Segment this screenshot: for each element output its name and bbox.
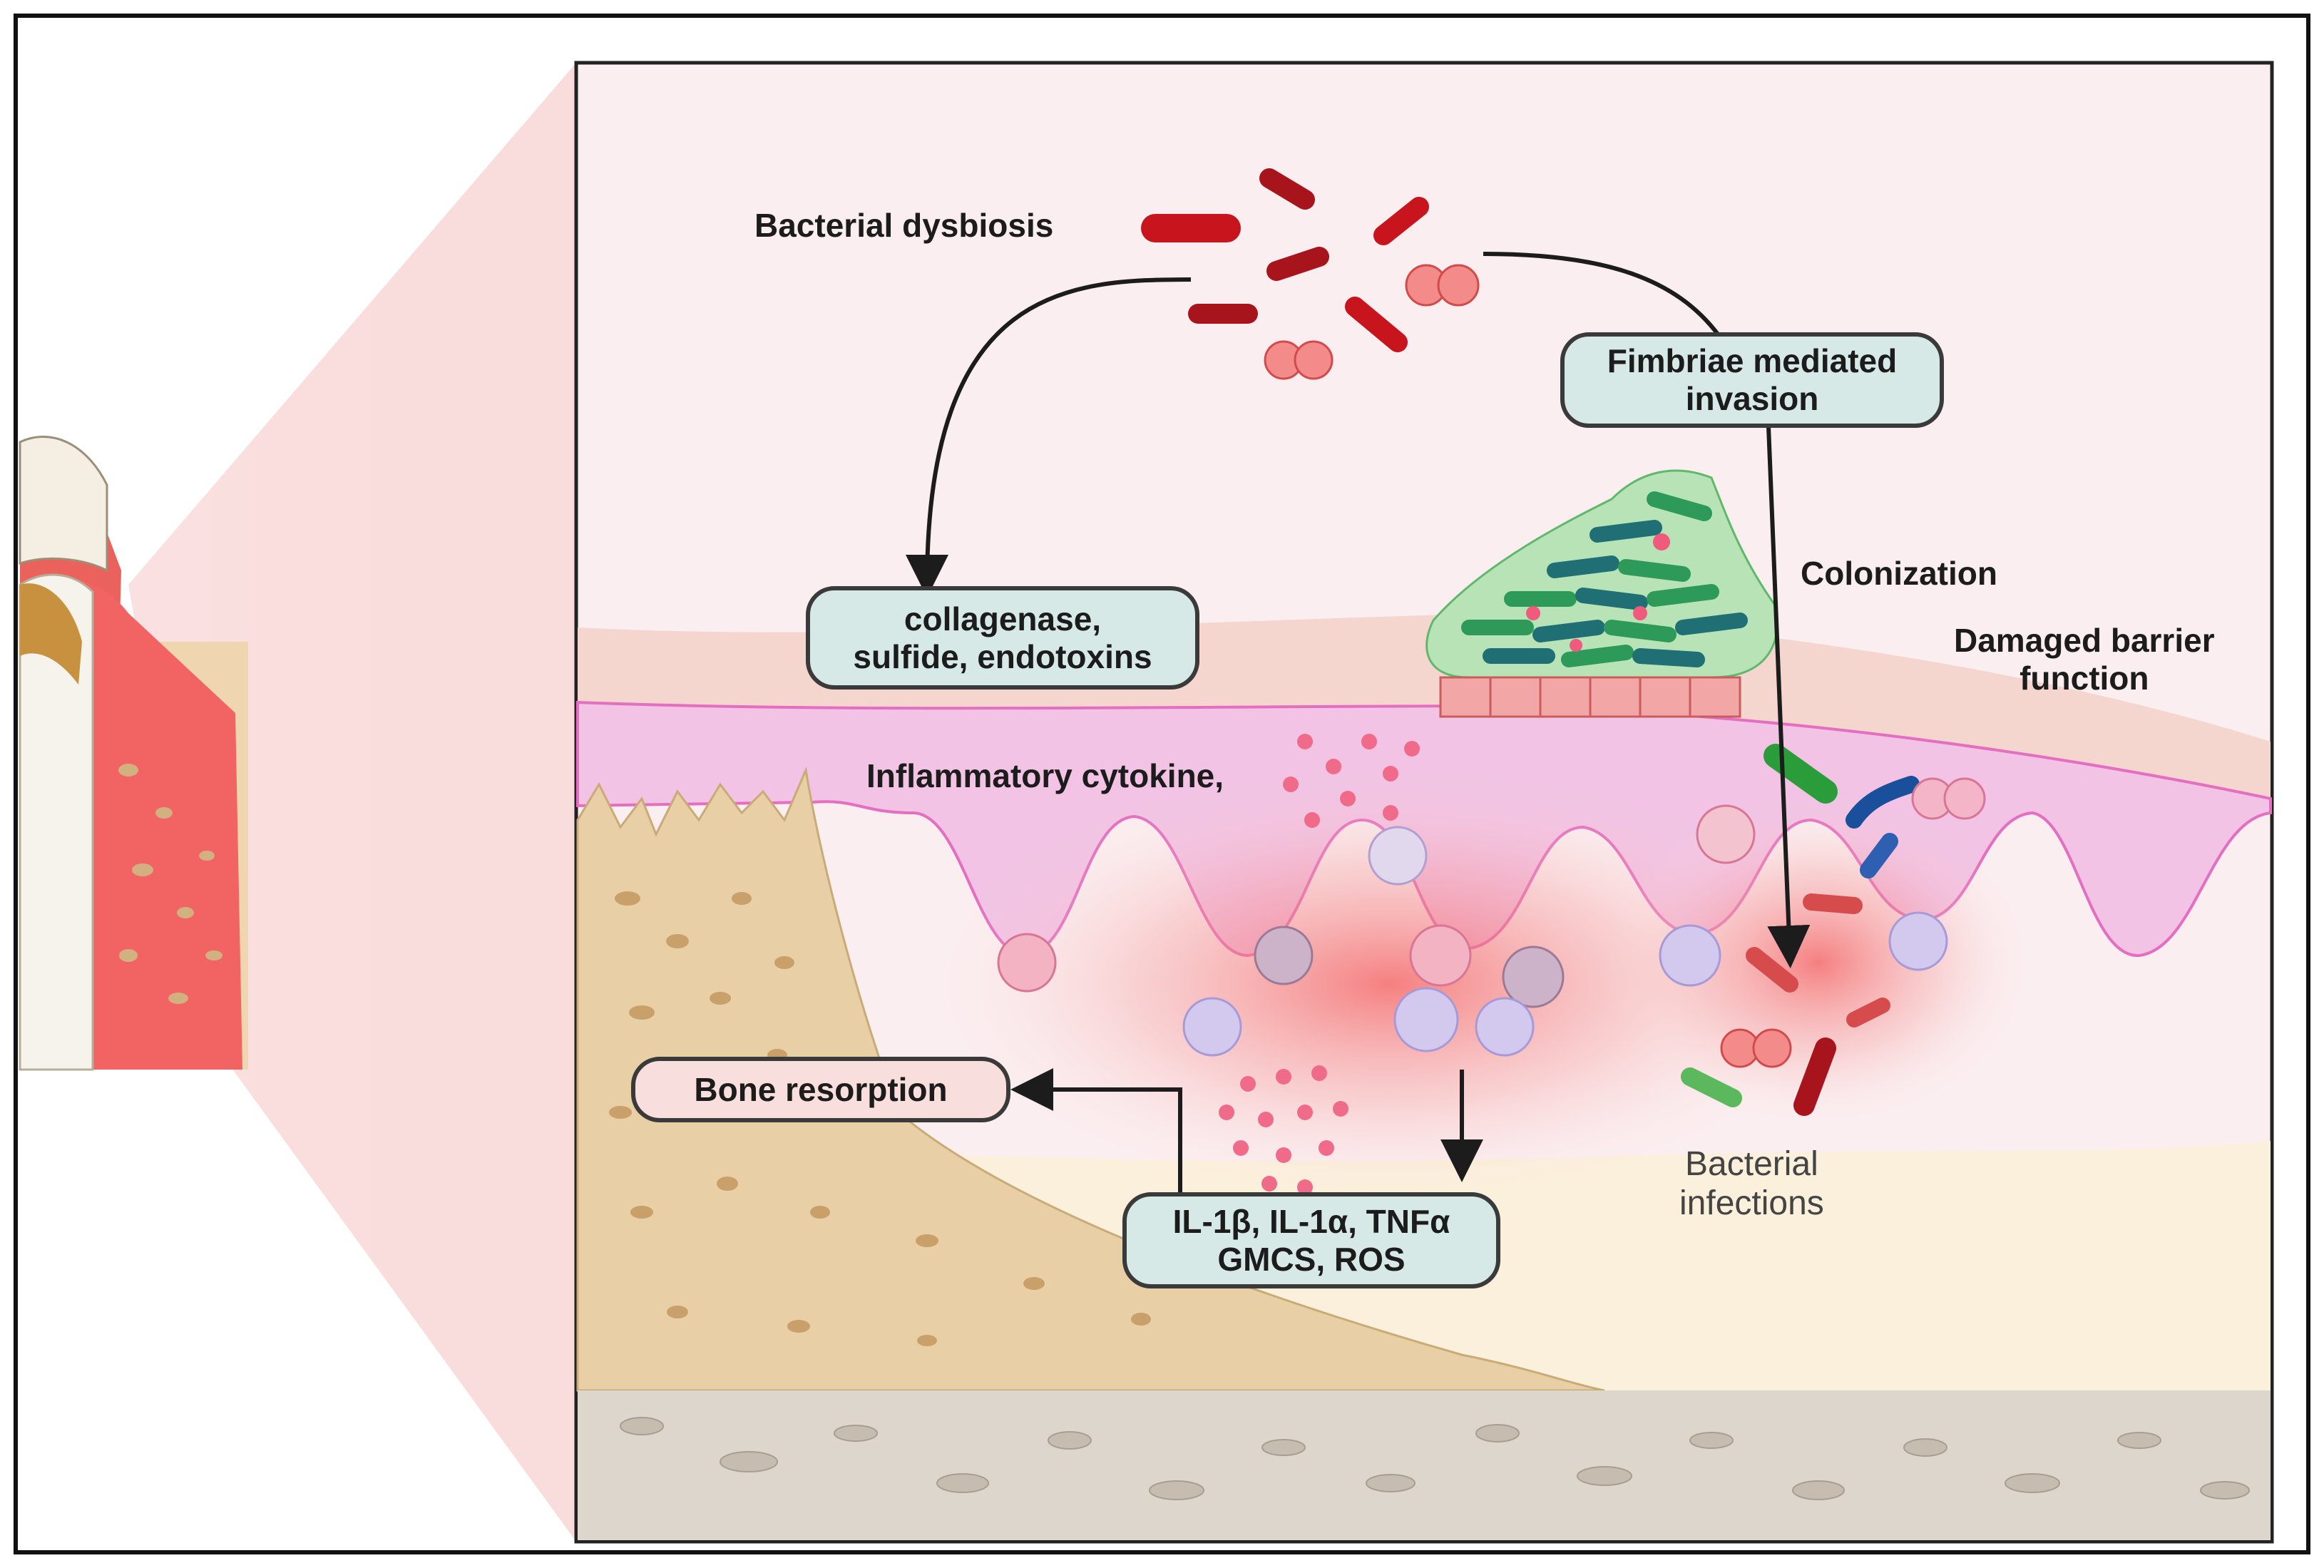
label-bacterial-infections: Bacterial infections (1679, 1144, 1824, 1223)
box-toxins-line2: sulfide, endotoxins (853, 637, 1152, 675)
label-damaged-barrier-line1: Damaged barrier (1954, 622, 2215, 659)
box-toxins: collagenase, sulfide, endotoxins (806, 586, 1199, 690)
label-colonization: Colonization (1801, 555, 1997, 592)
inflammation-glow-2 (1604, 799, 2032, 1127)
box-cytokines: IL-1β, IL-1α, TNFα GMCS, ROS (1122, 1192, 1500, 1288)
immune-cells (997, 804, 1948, 1057)
basal-bone-band (578, 1390, 2271, 1540)
invading-bacteria (1681, 744, 1986, 1116)
cytokine-dots (1219, 734, 1420, 1195)
box-fimbriae-invasion: Fimbriae mediated invasion (1560, 332, 1944, 428)
zoom-wedge (128, 63, 576, 1542)
alveolar-bone (576, 766, 1605, 1392)
box-cytokines-line1: IL-1β, IL-1α, TNFα (1172, 1202, 1450, 1240)
arrow-to-toxins (906, 277, 1192, 598)
bacteria-cluster (1141, 168, 1480, 380)
flow-arrows (906, 252, 1811, 1198)
box-toxins-line1: collagenase, (904, 600, 1102, 637)
label-damaged-barrier-line2: function (2020, 659, 2149, 697)
label-bacterial-infections-line1: Bacterial (1685, 1145, 1818, 1183)
arrow-to-bone-resorption (1010, 1068, 1182, 1198)
box-fimbriae-line2: invasion (1685, 380, 1819, 417)
box-cytokines-line2: GMCS, ROS (1217, 1240, 1406, 1278)
label-inflammatory-cytokine: Inflammatory cytokine, (866, 757, 1224, 794)
label-damaged-barrier: Damaged barrier function (1954, 622, 2215, 697)
arrow-fimbriae-to-infection (1766, 426, 1811, 968)
label-bacterial-dysbiosis: Bacterial dysbiosis (754, 207, 1054, 244)
biofilm (1425, 469, 1778, 718)
tooth-illustration (19, 436, 248, 1071)
label-bacterial-infections-line2: infections (1679, 1184, 1824, 1223)
box-bone-resorption: Bone resorption (631, 1057, 1010, 1122)
box-fimbriae-line1: Fimbriae mediated (1607, 342, 1898, 380)
arrow-dysbiosis-to-fimbriae (1483, 252, 1721, 337)
